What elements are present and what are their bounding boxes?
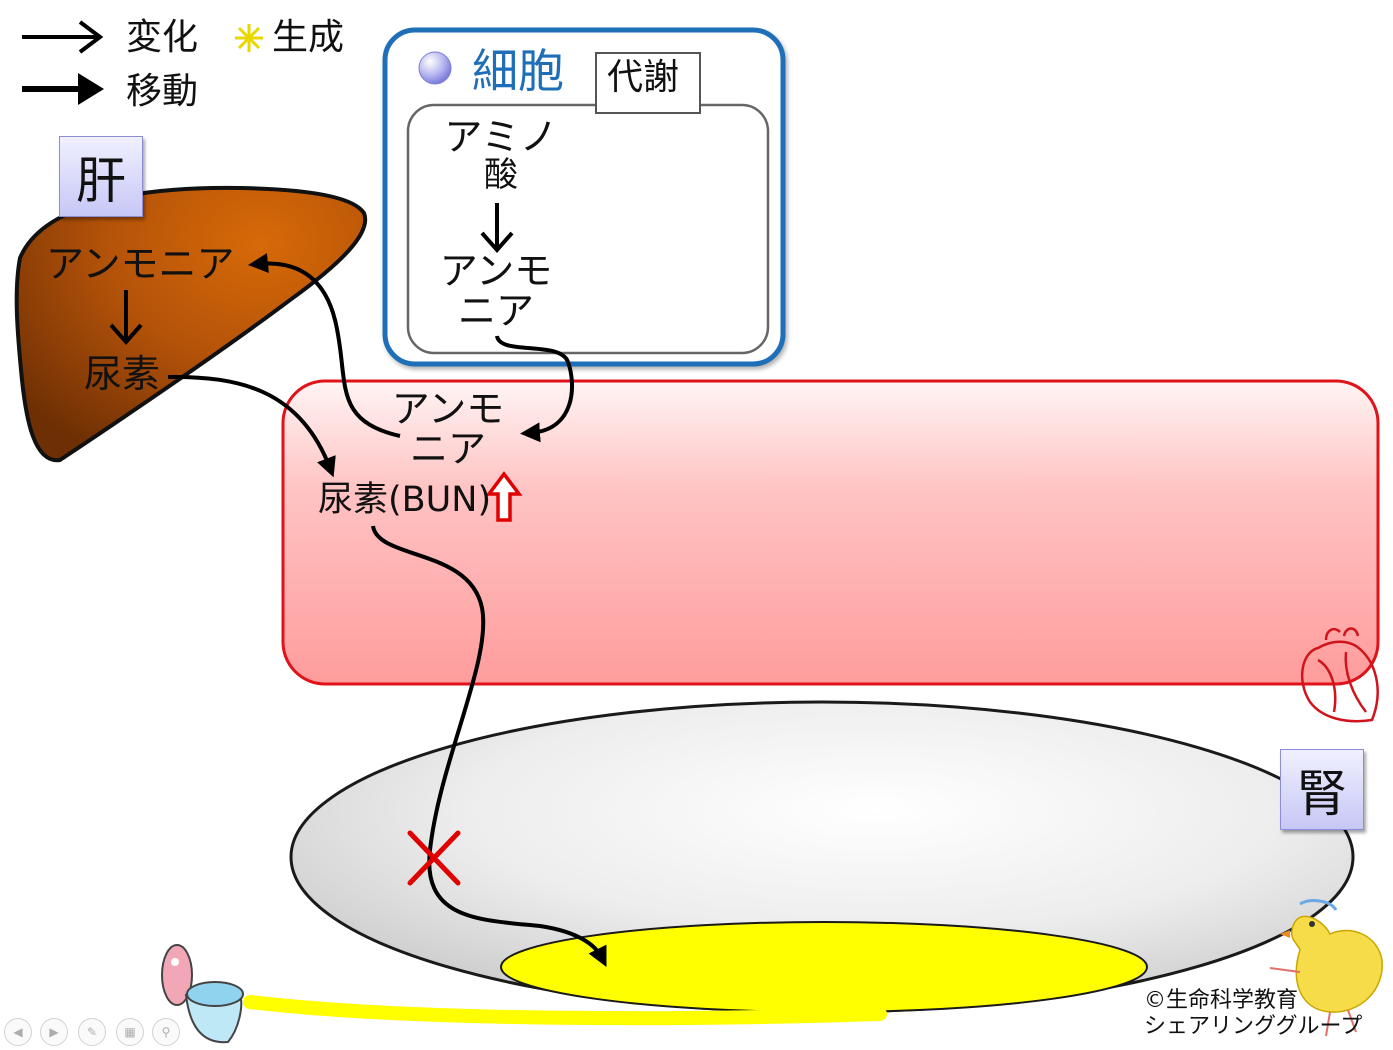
cell-title: 細胞 [472, 44, 564, 98]
heart-icon [1301, 627, 1379, 723]
legend-move-label: 移動 [126, 71, 199, 112]
urine-pool [500, 921, 1148, 1013]
cell-ammonia-line2: ニア [457, 288, 534, 333]
legend-change-arrow [22, 20, 104, 54]
cell-to-blood-arrow [495, 335, 574, 443]
credit-text: ©生命科学教育 シェアリンググループ [1144, 988, 1362, 1041]
blood-to-liver-arrow [248, 253, 401, 438]
increase-arrow-icon [485, 471, 523, 522]
nav-zoom-icon[interactable]: ⚲ [152, 1018, 180, 1046]
legend-generate-label: 生成 [272, 17, 345, 58]
liver-shape [14, 185, 368, 463]
cell-amino-line1: アミノ [444, 115, 558, 159]
liver-change-arrow [109, 290, 143, 346]
credit-line1: ©生命科学教育 [1144, 988, 1299, 1013]
blood-urea-bun-text: 尿素(BUN) [318, 480, 492, 520]
urine-stream [243, 995, 887, 1026]
nav-previous-icon[interactable]: ◀ [4, 1018, 32, 1046]
metabolism-box [406, 103, 770, 355]
cell-amino-line2: 酸 [484, 154, 518, 195]
kidney-label: 腎 [1280, 749, 1364, 830]
block-x-icon [407, 830, 461, 886]
liver-urea-text: 尿素 [84, 352, 161, 396]
legend-move-arrow [22, 73, 104, 105]
metabolism-tab-label: 代謝 [607, 57, 680, 98]
cell-change-arrow [480, 203, 514, 254]
toilet-icon [161, 944, 244, 1044]
legend-change-label: 変化 [126, 17, 199, 58]
liver-label: 肝 [59, 136, 143, 217]
cell-amino-acid-text: アミノ 酸 [436, 115, 566, 195]
blood-ammonia-line2: ニア [409, 426, 486, 471]
nav-next-icon[interactable]: ▶ [40, 1018, 68, 1046]
blood-ammonia-line1: アンモ [391, 387, 505, 431]
blood-vessel [281, 379, 1380, 686]
metabolism-tab [595, 52, 701, 114]
sparkle-icon [235, 24, 263, 52]
blood-ammonia-text: アンモ ニア [382, 387, 514, 471]
chick-mascot-icon [1269, 899, 1383, 1037]
cell-ammonia-line1: アンモ [439, 249, 553, 293]
liver-ammonia-text: アンモニア [46, 242, 235, 286]
cell-dot-icon [418, 51, 452, 85]
cell-ammonia-text: アンモ ニア [430, 249, 562, 333]
credit-line2: シェアリンググループ [1144, 1014, 1363, 1040]
nav-pen-icon[interactable]: ✎ [78, 1018, 106, 1046]
nav-slides-icon[interactable]: ▦ [116, 1018, 144, 1046]
blood-to-urine-arrow [371, 525, 607, 967]
liver-to-blood-arrow [167, 374, 336, 478]
